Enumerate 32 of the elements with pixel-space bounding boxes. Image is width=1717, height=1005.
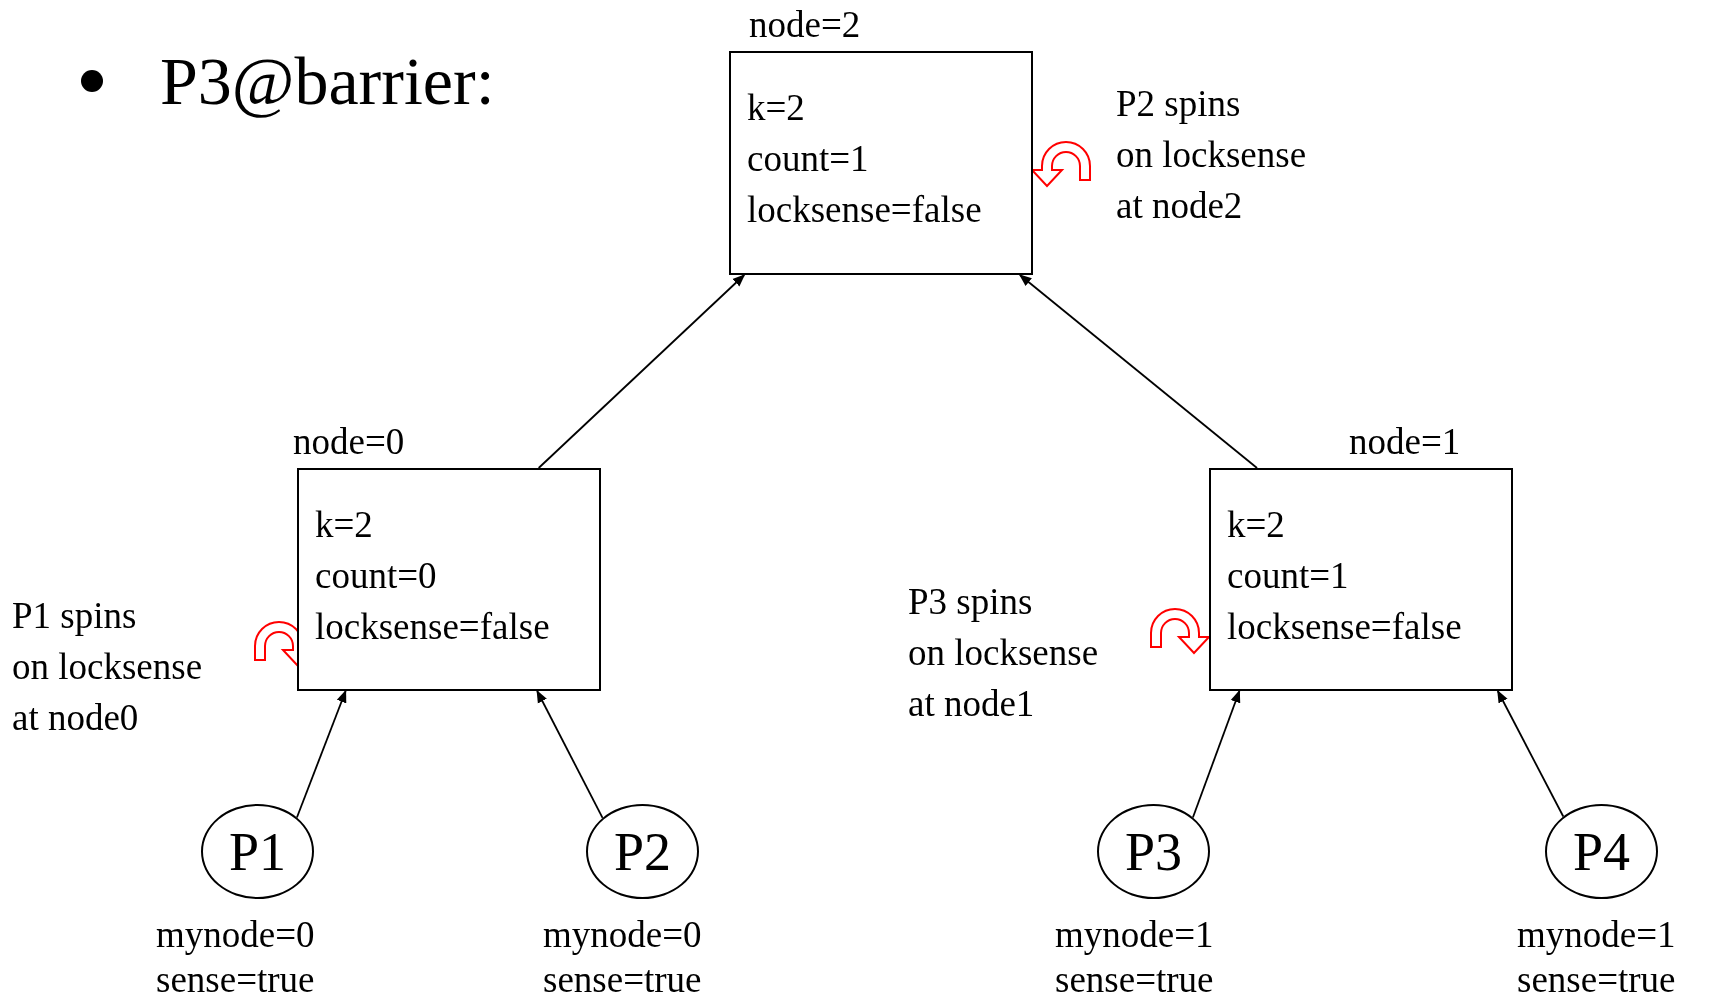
field-text: locksense=false xyxy=(747,188,982,232)
note-text: P1 spins on locksense at node0 xyxy=(12,594,203,740)
field-text: k=2 xyxy=(747,86,805,130)
process-circle: P2 xyxy=(586,804,699,899)
arrow xyxy=(1018,274,1258,469)
variable-text: mynode=1 xyxy=(1517,913,1676,957)
variable-text: sense=true xyxy=(156,958,315,1002)
variable-text: mynode=0 xyxy=(156,913,315,957)
field-text: count=0 xyxy=(315,554,437,598)
arrow xyxy=(1496,689,1565,818)
note-text: P3 spins on locksense at node1 xyxy=(908,580,1099,726)
node-label: node=0 xyxy=(293,420,405,464)
field-text: locksense=false xyxy=(315,605,550,649)
variable-text: sense=true xyxy=(1055,958,1214,1002)
node-label: node=2 xyxy=(749,3,861,47)
variable-text: sense=true xyxy=(543,958,702,1002)
process-circle: P3 xyxy=(1097,804,1210,899)
arrow xyxy=(537,274,746,469)
arrow xyxy=(536,689,604,819)
node-label: node=1 xyxy=(1349,420,1461,464)
field-text: k=2 xyxy=(1227,503,1285,547)
field-text: count=1 xyxy=(1227,554,1349,598)
variable-text: mynode=0 xyxy=(543,913,702,957)
process-circle: P1 xyxy=(201,804,314,899)
slide-title: P3@barrier: xyxy=(160,42,495,121)
process-circle: P4 xyxy=(1545,804,1658,899)
note-text: P2 spins on locksense at node2 xyxy=(1116,82,1307,228)
variable-text: mynode=1 xyxy=(1055,913,1214,957)
field-text: k=2 xyxy=(315,503,373,547)
field-text: locksense=false xyxy=(1227,605,1462,649)
field-text: count=1 xyxy=(747,137,869,181)
variable-text: sense=true xyxy=(1517,958,1676,1002)
